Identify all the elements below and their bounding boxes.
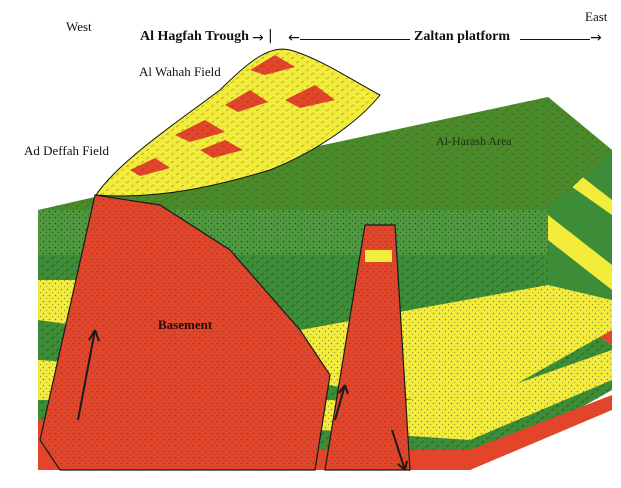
trough-divider-icon: | [268, 29, 273, 43]
zaltan-line-right [520, 39, 590, 40]
harash-label: Al-Harash Area [436, 135, 512, 147]
trough-arrow-icon: → [252, 31, 264, 45]
zaltan-left-arrow-icon: ← [288, 31, 300, 45]
trough-label: Al Hagfah Trough [140, 30, 249, 44]
east-label: East [585, 10, 607, 23]
zaltan-line-left [300, 39, 410, 40]
basement-label: Basement [158, 318, 212, 331]
west-label: West [66, 20, 92, 33]
wahah-label: Al Wahah Field [139, 65, 221, 78]
deffah-label: Ad Deffah Field [24, 144, 109, 157]
zaltan-label: Zaltan platform [414, 30, 510, 44]
zaltan-right-arrow-icon: → [590, 31, 602, 45]
